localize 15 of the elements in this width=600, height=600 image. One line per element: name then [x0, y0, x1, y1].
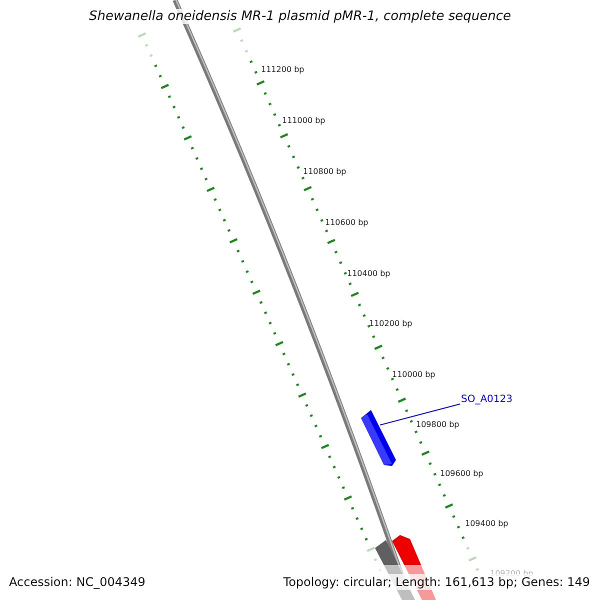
position-label: 111200 bp [261, 65, 304, 74]
position-label: 109800 bp [416, 420, 460, 429]
position-label: 111000 bp [282, 116, 326, 125]
position-label: 110600 bp [325, 218, 368, 227]
position-label: 110200 bp [369, 319, 412, 328]
position-label: 110400 bp [347, 269, 390, 278]
position-label: 110000 bp [392, 370, 436, 379]
position-label: 109600 bp [440, 469, 484, 478]
sequence-summary: Topology: circular; Length: 161,613 bp; Genes: 149 [281, 574, 592, 590]
gene-label: SO_A0123 [461, 394, 513, 406]
gene-arrow [361, 410, 396, 466]
position-label: 110800 bp [303, 167, 346, 176]
leader-line [380, 404, 460, 426]
position-label: 109400 bp [465, 519, 508, 528]
accession-label: Accession: NC_004349 [7, 574, 148, 590]
